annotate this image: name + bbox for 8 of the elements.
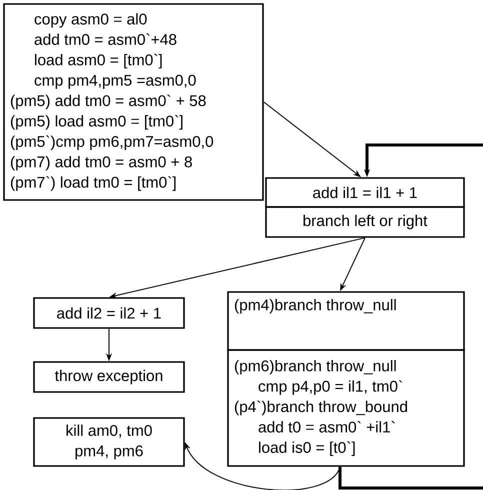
instruction-box: add il1 = il1 + 1 (265, 177, 465, 208)
code-box: (pm4)branch throw_null (227, 291, 465, 351)
instruction-box: kill am0, tm0 pm4, pm6 (33, 417, 185, 467)
code-box: (pm6)branch throw_null cmp p4,p0 = il1, tm0` (p4`)branch throw_bound add t0 = asm0` +il1` load is0 = [t0`] (227, 349, 465, 467)
instruction-box: add il2 = il2 + 1 (33, 297, 185, 329)
code-box: copy asm0 = al0 add tm0 = asm0`+48 load asm0 = [tm0`] cmp pm4,pm5 =asm0,0 (pm5) add tm0 = asm0` + 58 (pm5) load asm0 = [tm0`] (pm5`)cmp pm6,pm7=asm0,0 (pm7) add tm0 = asm0 + 8 (pm7`) load tm0 = [tm0`] (3, 3, 264, 201)
instruction-box: throw exception (33, 361, 185, 393)
instruction-box: branch left or right (265, 206, 465, 238)
